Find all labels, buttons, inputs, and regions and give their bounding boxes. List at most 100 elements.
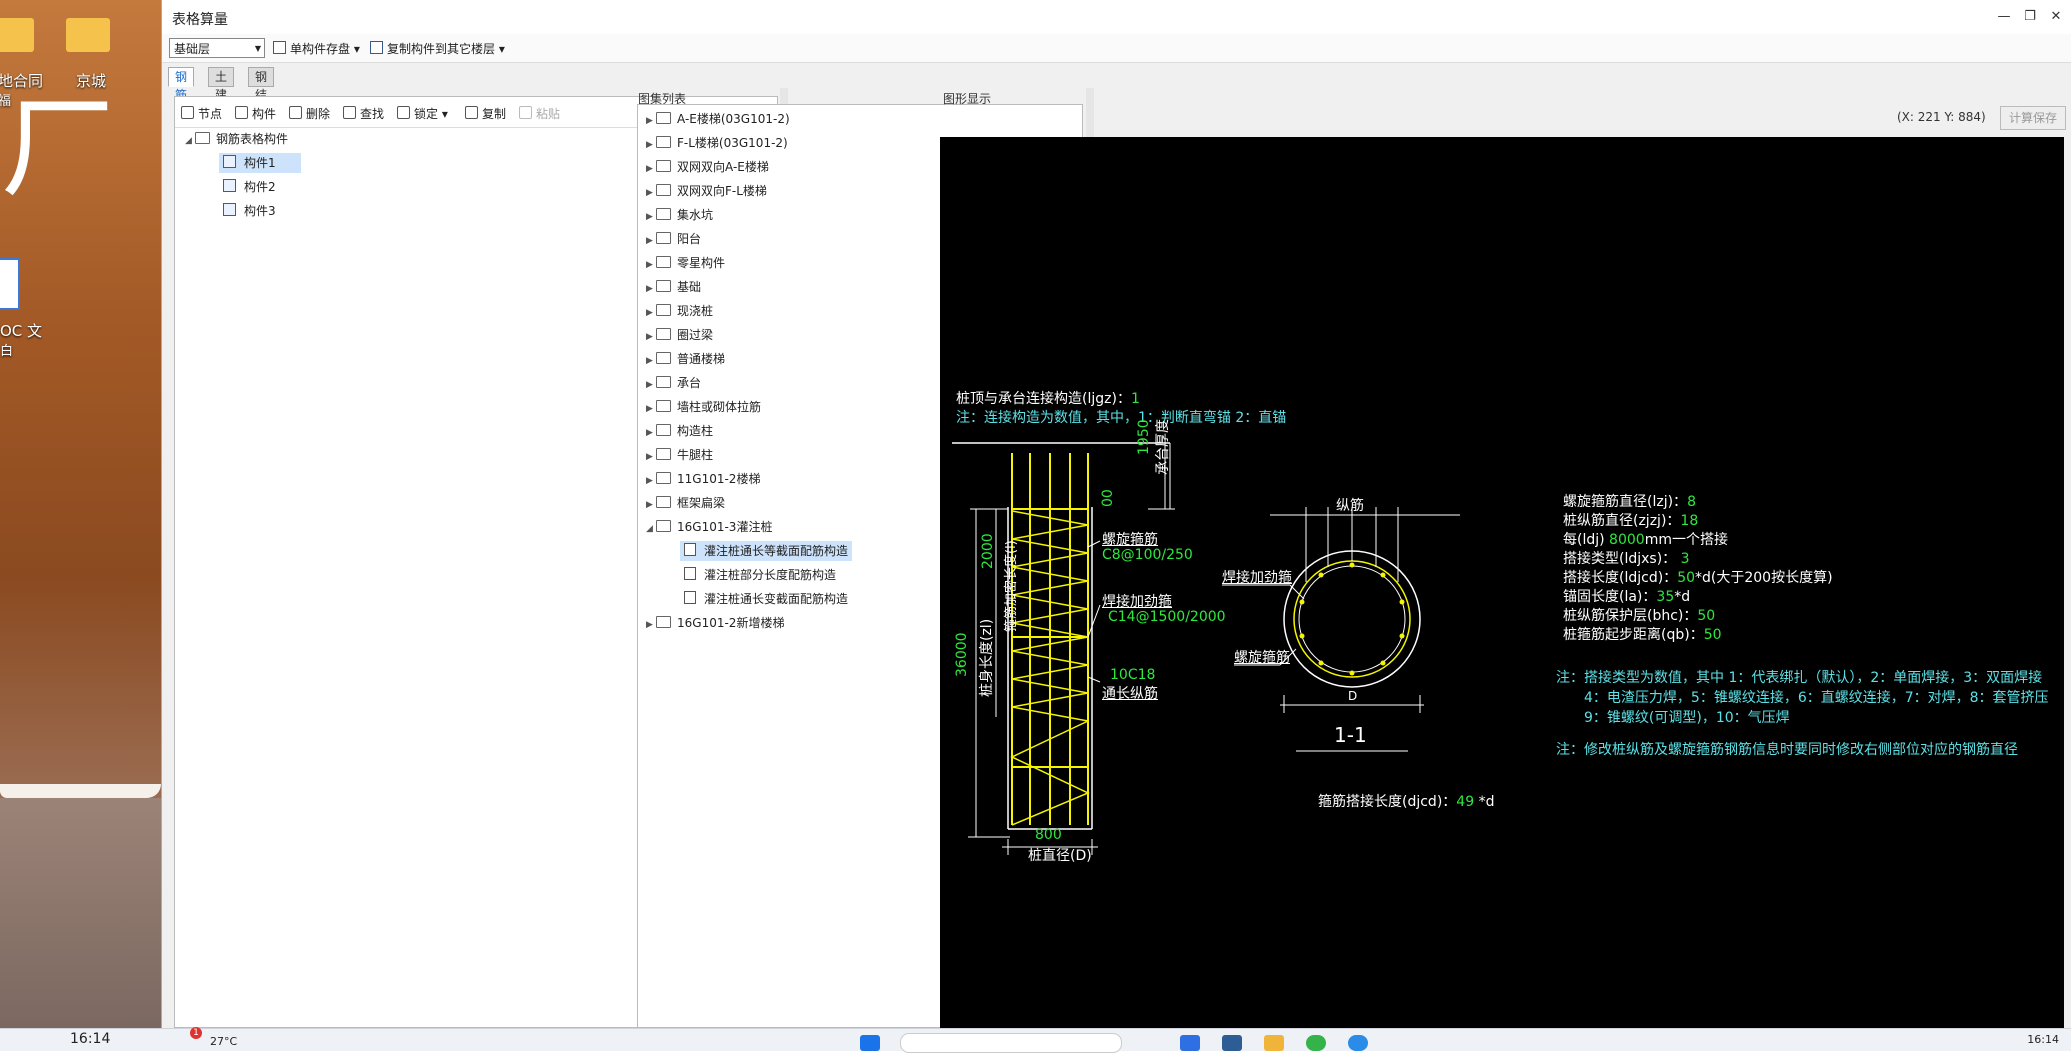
windows-start-icon[interactable]	[860, 1035, 880, 1051]
expand-icon[interactable]: ▶	[646, 164, 653, 174]
tree-item-component1[interactable]: 构件1	[219, 153, 301, 173]
expand-icon[interactable]: ▶	[646, 452, 653, 462]
save-component-button[interactable]: 单构件存盘 ▾	[273, 40, 360, 57]
weld-value[interactable]: C14@1500/2000	[1108, 609, 1226, 625]
parameter-value[interactable]: 18	[1680, 513, 1699, 529]
dense-dim[interactable]: 2000	[980, 533, 996, 569]
atlas-folder[interactable]: ▶墙柱或砌体拉筋	[646, 397, 761, 417]
collapse-icon[interactable]: ◢	[646, 524, 653, 534]
node-label: 节点	[198, 107, 223, 121]
taskbar-search[interactable]	[900, 1033, 1122, 1053]
expand-icon[interactable]: ▶	[646, 212, 653, 222]
body-dim[interactable]: 36000	[954, 632, 970, 677]
app-icon[interactable]	[1222, 1035, 1242, 1051]
atlas-template-item[interactable]: 灌注桩部分长度配筋构造	[680, 565, 840, 585]
long-bar-value[interactable]: 10C18	[1110, 667, 1156, 683]
parameter-value[interactable]: 50	[1677, 570, 1696, 586]
folder-icon[interactable]	[0, 18, 34, 52]
expand-icon[interactable]: ▶	[646, 380, 653, 390]
parameter-value[interactable]: 8000	[1609, 532, 1645, 548]
calculate-save-button[interactable]: 计算保存	[2000, 106, 2066, 130]
expand-icon[interactable]: ▶	[646, 308, 653, 318]
parameter-value[interactable]: 8	[1687, 494, 1696, 510]
expand-icon[interactable]: ▶	[646, 404, 653, 414]
folder-icon	[656, 472, 671, 484]
atlas-folder[interactable]: ▶现浇桩	[646, 301, 713, 321]
floor-select[interactable]: 基础层 ▼	[169, 38, 265, 58]
tab-civil[interactable]: 土建	[208, 67, 235, 102]
atlas-folder[interactable]: ▶普通楼梯	[646, 349, 725, 369]
parameter-value[interactable]: 50	[1703, 627, 1722, 643]
folder-icon	[656, 400, 671, 412]
atlas-folder[interactable]: ▶零星构件	[646, 253, 725, 273]
taskbar: 16:14 1 27°C 16:14	[0, 1027, 2071, 1053]
tree-item-component2[interactable]: 构件2	[219, 177, 276, 197]
folder-icon	[656, 616, 671, 628]
spiral-value[interactable]: C8@100/250	[1102, 547, 1193, 563]
folder-icon[interactable]	[1264, 1035, 1284, 1051]
copy-to-floor-button[interactable]: 复制构件到其它楼层 ▾	[370, 40, 505, 57]
paste-label: 粘贴	[536, 107, 561, 121]
expand-icon[interactable]: ▶	[646, 476, 653, 486]
cap-dim[interactable]: 1950	[1136, 419, 1152, 455]
atlas-folder[interactable]: ▶牛腿柱	[646, 445, 713, 465]
atlas-template-item[interactable]: 灌注桩通长等截面配筋构造	[680, 541, 853, 561]
parameter-value[interactable]: 35	[1656, 589, 1675, 605]
atlas-folder[interactable]: ▶集水坑	[646, 205, 713, 225]
expand-icon[interactable]: ▶	[646, 620, 653, 630]
minimize-button[interactable]: —	[1997, 9, 2011, 24]
expand-icon[interactable]: ▶	[646, 356, 653, 366]
document-icon[interactable]	[0, 258, 20, 310]
stirrup-lap-value[interactable]: 49	[1456, 794, 1475, 810]
expand-icon[interactable]: ▶	[646, 260, 653, 270]
paste-button[interactable]: 粘贴	[519, 105, 560, 122]
component-button[interactable]: 构件	[235, 105, 276, 122]
close-button[interactable]: ✕	[2050, 9, 2062, 24]
restore-button[interactable]: ❐	[2024, 9, 2036, 24]
copy-button[interactable]: 复制	[465, 105, 506, 122]
atlas-folder[interactable]: ▶框架扁梁	[646, 493, 725, 513]
expand-icon[interactable]: ▶	[646, 116, 653, 126]
parameter-value[interactable]: 50	[1697, 608, 1716, 624]
expand-icon[interactable]: ▶	[646, 428, 653, 438]
expand-icon[interactable]: ▶	[646, 140, 653, 150]
expand-icon[interactable]: ▶	[646, 332, 653, 342]
expand-icon[interactable]: ▶	[646, 284, 653, 294]
drawing-canvas[interactable]: 桩顶与承台连接构造(ljgz)：1 注：连接构造为数值，其中，1：判断直弯锚 2…	[940, 137, 2064, 1028]
folder-icon[interactable]	[66, 18, 110, 52]
browser-icon[interactable]	[1348, 1035, 1368, 1051]
find-button[interactable]: 查找	[343, 105, 384, 122]
atlas-folder[interactable]: ▶ A-E楼梯(03G101-2)	[646, 109, 790, 129]
expand-icon[interactable]: ▶	[646, 236, 653, 246]
atlas-template-item[interactable]: 灌注桩通长变截面配筋构造	[680, 589, 852, 609]
lock-button[interactable]: 锁定 ▾	[397, 105, 448, 122]
atlas-folder[interactable]: ▶承台	[646, 373, 701, 393]
atlas-folder[interactable]: ▶16G101-2新增楼梯	[646, 613, 784, 633]
app-icon[interactable]	[1180, 1035, 1200, 1051]
tab-rebar[interactable]: 钢筋	[168, 67, 195, 102]
node-button[interactable]: 节点	[181, 105, 222, 122]
atlas-folder[interactable]: ◢16G101-3灌注桩	[646, 517, 772, 537]
atlas-folder[interactable]: ▶阳台	[646, 229, 701, 249]
atlas-folder-label: 基础	[677, 280, 702, 294]
atlas-folder[interactable]: ▶11G101-2楼梯	[646, 469, 760, 489]
app-icon[interactable]	[1306, 1035, 1326, 1051]
tab-steel[interactable]: 钢结构	[248, 67, 275, 120]
connection-value[interactable]: 1	[1130, 391, 1140, 407]
atlas-folder[interactable]: ▶圈过梁	[646, 325, 713, 345]
tree-item-component3[interactable]: 构件3	[219, 201, 276, 221]
atlas-folder[interactable]: ▶双网双向A-E楼梯	[646, 157, 769, 177]
atlas-folder[interactable]: ▶F-L楼梯(03G101-2)	[646, 133, 788, 153]
delete-button[interactable]: 删除	[289, 105, 330, 122]
tree-root[interactable]: ◢钢筋表格构件	[185, 129, 288, 149]
expand-icon[interactable]: ▶	[646, 500, 653, 510]
diameter-dim[interactable]: 800	[1035, 827, 1062, 843]
weather-widget[interactable]: 27°C	[210, 1035, 238, 1048]
anchor-dim[interactable]: 00	[1100, 489, 1116, 507]
atlas-folder-label: A-E楼梯(03G101-2)	[677, 112, 790, 126]
atlas-folder[interactable]: ▶ 基础	[646, 277, 701, 297]
atlas-folder[interactable]: ▶构造柱	[646, 421, 713, 441]
parameter-value[interactable]: 3	[1680, 551, 1690, 567]
expand-icon[interactable]: ▶	[646, 188, 653, 198]
atlas-folder[interactable]: ▶双网双向F-L楼梯	[646, 181, 767, 201]
